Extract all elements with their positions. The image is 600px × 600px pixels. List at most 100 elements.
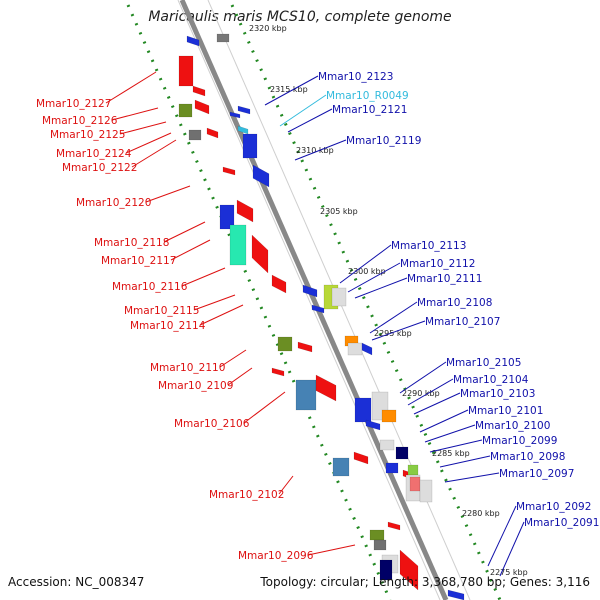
gene-block [219, 204, 235, 230]
gene-block [407, 464, 419, 476]
gene-arrow [399, 549, 419, 591]
gene-block [178, 103, 193, 118]
right-gene-label: Mmar10_2092 [516, 501, 591, 513]
left-gene-label: Mmar10_2110 [150, 362, 225, 374]
gene-arrow [186, 35, 200, 47]
right-leader-line [371, 320, 426, 341]
gene-arrow [192, 85, 206, 97]
gene-arrow [271, 274, 287, 294]
right-gene-label: Mmar10_2098 [490, 451, 565, 463]
gene-arrow [251, 234, 269, 274]
right-gene-label: Mmar10_2111 [407, 273, 482, 285]
left-leader-line [163, 221, 206, 243]
right-leader-line [279, 94, 327, 127]
right-gene-label: Mmar10_2112 [400, 258, 475, 270]
left-leader-line [111, 107, 159, 121]
gene-block [369, 529, 385, 541]
genome-backbone [179, 0, 449, 600]
right-leader-line [264, 75, 319, 106]
kbp-label: 2305 kbp [320, 207, 358, 216]
right-leader-line [354, 277, 408, 299]
left-leader-line [125, 132, 172, 154]
right-gene-label: Mmar10_R0049 [326, 90, 409, 102]
right-leader-line [499, 521, 525, 577]
gene-arrow [365, 419, 381, 431]
right-leader-line [369, 301, 418, 334]
right-leader-line [287, 108, 333, 133]
gene-arrow [237, 105, 251, 115]
kbp-label: 2310 kbp [296, 146, 334, 155]
left-leader-line [199, 304, 244, 326]
gene-arrow [297, 341, 313, 353]
gene-arrow [206, 127, 219, 139]
kbp-label: 2315 kbp [270, 85, 308, 94]
right-leader-line [429, 439, 483, 453]
gene-block [381, 409, 397, 423]
gene-arrow [353, 451, 369, 465]
track-border-left [177, 0, 441, 600]
kbp-label: 2320 kbp [249, 24, 287, 33]
right-gene-label: Mmar10_2108 [417, 297, 492, 309]
left-gene-label: Mmar10_2106 [174, 418, 250, 430]
left-gene-label: Mmar10_2122 [62, 162, 137, 174]
left-gene-label: Mmar10_2120 [76, 197, 151, 209]
gene-arrow [315, 374, 337, 402]
kbp-label: 2295 kbp [374, 329, 412, 338]
left-gene-label: Mmar10_2109 [158, 380, 233, 392]
right-gene-label: Mmar10_2099 [482, 435, 557, 447]
left-leader-line [227, 367, 253, 386]
left-gene-label: Mmar10_2117 [101, 255, 176, 267]
right-gene-label: Mmar10_2121 [332, 104, 407, 116]
left-leader-line [131, 139, 177, 168]
left-gene-label: Mmar10_2115 [124, 305, 199, 317]
gene-arrow [447, 589, 465, 600]
right-leader-line [347, 262, 401, 293]
right-leader-line [294, 139, 347, 161]
right-leader-line [399, 361, 447, 394]
gene-block [373, 539, 387, 551]
left-gene-label: Mmar10_2126 [42, 115, 118, 127]
left-gene-label: Mmar10_2127 [36, 98, 111, 110]
tick-track-left [126, 4, 392, 600]
kbp-label: 2280 kbp [462, 509, 500, 518]
right-leader-line [424, 424, 476, 443]
left-gene-label: Mmar10_2125 [50, 129, 125, 141]
right-leader-line [407, 378, 454, 406]
right-leader-line [487, 505, 517, 567]
gene-block [379, 559, 393, 581]
left-leader-line [193, 294, 236, 311]
gene-arrow [311, 304, 325, 314]
right-gene-label: Mmar10_2123 [318, 71, 393, 83]
left-leader-line [145, 185, 191, 203]
left-leader-line [119, 121, 167, 135]
left-leader-line [243, 391, 286, 424]
right-gene-label: Mmar10_2105 [446, 357, 521, 369]
left-gene-label: Mmar10_2102 [209, 489, 284, 501]
kbp-label: 2290 kbp [402, 389, 440, 398]
right-leader-line [339, 244, 392, 284]
gene-block [188, 129, 202, 141]
left-leader-line [219, 349, 247, 368]
right-gene-label: Mmar10_2107 [425, 316, 500, 328]
gene-block [331, 287, 347, 307]
left-leader-line [170, 239, 211, 261]
gene-arrow [387, 521, 401, 531]
left-gene-label: Mmar10_2096 [238, 550, 314, 562]
right-gene-label: Mmar10_2119 [346, 135, 421, 147]
gene-block [277, 336, 293, 352]
genome-summary-text: Topology: circular; Length: 3,368,780 bp… [260, 575, 590, 589]
left-gene-label: Mmar10_2118 [94, 237, 169, 249]
gene-arrow [361, 342, 373, 356]
right-leader-line [444, 472, 500, 483]
right-gene-label: Mmar10_2113 [391, 240, 466, 252]
left-leader-line [278, 475, 294, 495]
gene-arrow [229, 111, 241, 119]
kbp-label: 2300 kbp [348, 267, 386, 276]
right-gene-label: Mmar10_2103 [460, 388, 535, 400]
right-gene-label: Mmar10_2097 [499, 468, 574, 480]
gene-arrow [222, 166, 236, 176]
right-gene-label: Mmar10_2100 [475, 420, 550, 432]
gene-arrow [236, 199, 254, 223]
right-leader-line [439, 455, 491, 468]
gene-arrow [302, 284, 318, 298]
